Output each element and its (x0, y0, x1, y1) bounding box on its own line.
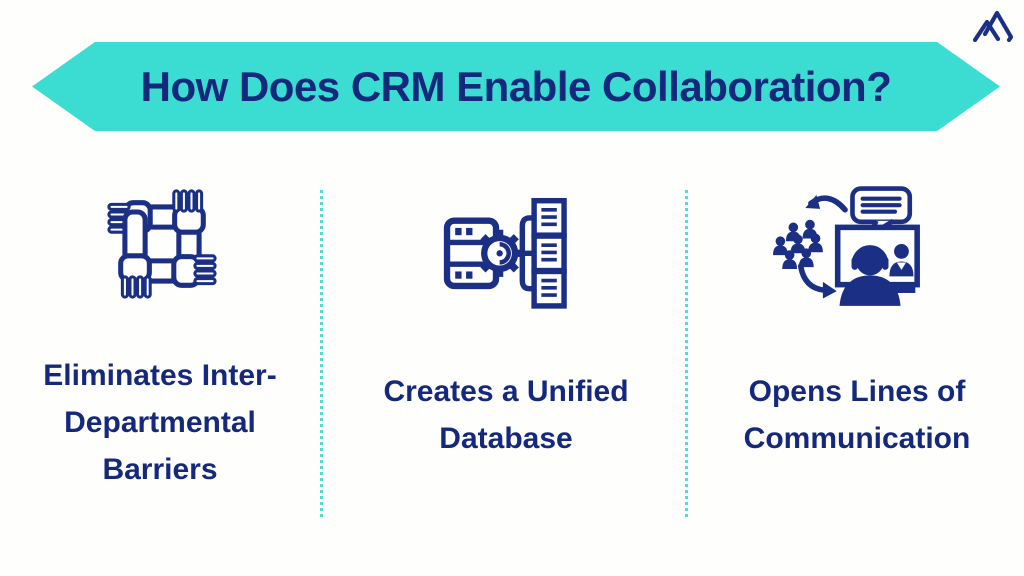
label-line: Barriers (102, 453, 218, 486)
communication-icon (766, 183, 926, 317)
dotted-divider-right (685, 190, 688, 520)
unified-database-icon (436, 188, 576, 315)
mountain-peaks-logo-icon (969, 7, 1015, 45)
label-line: Database (439, 422, 573, 455)
label-line: Opens Lines of (748, 375, 966, 408)
column-label-unified-database: Creates a Unified Database (346, 368, 666, 462)
column-label-open-communication: Opens Lines of Communication (697, 368, 1017, 462)
dotted-divider-left (320, 190, 323, 520)
label-line: Departmental (64, 406, 256, 439)
label-line: Creates a Unified (383, 375, 629, 408)
title-banner: How Does CRM Enable Collaboration? (32, 42, 1000, 131)
label-line: Eliminates Inter- (43, 359, 277, 392)
column-label-eliminates-barriers: Eliminates Inter- Departmental Barriers (0, 352, 320, 493)
interlocked-hands-icon (103, 185, 221, 303)
page-title: How Does CRM Enable Collaboration? (140, 62, 892, 110)
label-line: Communication (743, 422, 971, 455)
